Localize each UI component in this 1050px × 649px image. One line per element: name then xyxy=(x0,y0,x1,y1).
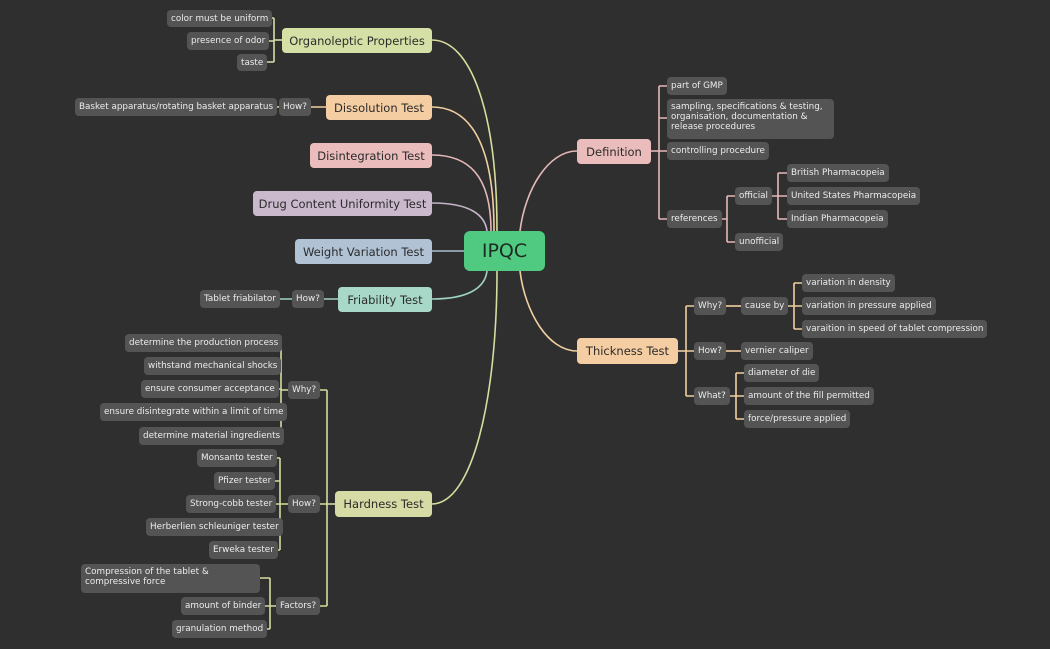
subtopic-sampling-specifications[interactable]: sampling, specifications & testing, orga… xyxy=(667,99,834,139)
topic-dissolution-test[interactable]: Dissolution Test xyxy=(326,95,432,120)
subtopic-official[interactable]: official xyxy=(735,187,773,205)
subtopic-erweka-tester[interactable]: Erweka tester xyxy=(209,541,278,559)
subtopic-diameter-of-die[interactable]: diameter of die xyxy=(744,364,820,382)
subtopic-vernier-caliper[interactable]: vernier caliper xyxy=(741,342,813,360)
subtopic-variation-in-pressure[interactable]: variation in pressure applied xyxy=(802,297,936,315)
subtopic-indian-pharmacopeia[interactable]: Indian Pharmacopeia xyxy=(787,210,888,228)
subtopic-thickness-what[interactable]: What? xyxy=(694,387,730,405)
subtopic-unofficial[interactable]: unofficial xyxy=(735,233,784,251)
subtopic-compression-of-tablet[interactable]: Compression of the tablet & compressive … xyxy=(81,564,260,593)
subtopic-hardness-factors[interactable]: Factors? xyxy=(276,597,321,615)
topic-disintegration-test[interactable]: Disintegration Test xyxy=(310,143,432,168)
subtopic-basket-apparatus[interactable]: Basket apparatus/rotating basket apparat… xyxy=(75,98,278,116)
subtopic-presence-of-odor[interactable]: presence of odor xyxy=(187,32,270,50)
subtopic-us-pharmacopeia[interactable]: United States Pharmacopeia xyxy=(787,187,921,205)
topic-hardness-test[interactable]: Hardness Test xyxy=(335,491,432,517)
topic-weight-variation-test[interactable]: Weight Variation Test xyxy=(295,239,432,264)
subtopic-controlling-procedure[interactable]: controlling procedure xyxy=(667,142,769,160)
subtopic-tablet-friabilator[interactable]: Tablet friabilator xyxy=(200,290,280,308)
subtopic-granulation-method[interactable]: granulation method xyxy=(172,620,268,638)
subtopic-taste[interactable]: taste xyxy=(237,54,268,71)
subtopic-hardness-why[interactable]: Why? xyxy=(288,381,321,399)
topic-friability-test[interactable]: Friability Test xyxy=(338,287,432,312)
subtopic-determine-production-process[interactable]: determine the production process xyxy=(125,334,283,352)
subtopic-hardness-how[interactable]: How? xyxy=(288,495,320,513)
subtopic-strong-cobb-tester[interactable]: Strong-cobb tester xyxy=(186,495,277,513)
topic-definition[interactable]: Definition xyxy=(577,139,651,164)
subtopic-ensure-consumer-acceptance[interactable]: ensure consumer acceptance xyxy=(141,380,279,398)
topic-thickness-test[interactable]: Thickness Test xyxy=(577,338,678,364)
topic-drug-content-uniformity-test[interactable]: Drug Content Uniformity Test xyxy=(253,191,432,216)
subtopic-part-of-gmp[interactable]: part of GMP xyxy=(667,77,727,95)
subtopic-cause-by[interactable]: cause by xyxy=(741,297,789,315)
subtopic-amount-of-binder[interactable]: amount of binder xyxy=(181,597,266,615)
subtopic-force-pressure-applied[interactable]: force/pressure applied xyxy=(744,410,851,428)
subtopic-british-pharmacopeia[interactable]: British Pharmacopeia xyxy=(787,164,889,182)
topic-organoleptic-properties[interactable]: Organoleptic Properties xyxy=(282,28,432,53)
subtopic-dissolution-how[interactable]: How? xyxy=(279,98,311,116)
subtopic-variation-in-density[interactable]: variation in density xyxy=(802,274,895,292)
subtopic-friability-how[interactable]: How? xyxy=(292,290,324,308)
subtopic-references[interactable]: references xyxy=(667,210,722,228)
central-topic-ipqc[interactable]: IPQC xyxy=(464,231,545,271)
subtopic-color-uniform[interactable]: color must be uniform xyxy=(167,10,273,27)
subtopic-thickness-why[interactable]: Why? xyxy=(694,297,727,315)
subtopic-ensure-disintegrate[interactable]: ensure disintegrate within a limit of ti… xyxy=(100,403,288,421)
subtopic-amount-of-fill[interactable]: amount of the fill permitted xyxy=(744,387,874,405)
subtopic-determine-material-ingredients[interactable]: determine material ingredients xyxy=(139,427,285,445)
subtopic-pfizer-tester[interactable]: Pfizer tester xyxy=(214,472,276,490)
subtopic-herberlien-tester[interactable]: Herberlien schleuniger tester xyxy=(146,518,283,536)
subtopic-variation-in-speed[interactable]: varaition in speed of tablet compression xyxy=(802,320,988,338)
subtopic-withstand-mechanical-shocks[interactable]: withstand mechanical shocks xyxy=(144,357,282,375)
subtopic-monsanto-tester[interactable]: Monsanto tester xyxy=(197,449,277,467)
subtopic-thickness-how[interactable]: How? xyxy=(694,342,726,360)
